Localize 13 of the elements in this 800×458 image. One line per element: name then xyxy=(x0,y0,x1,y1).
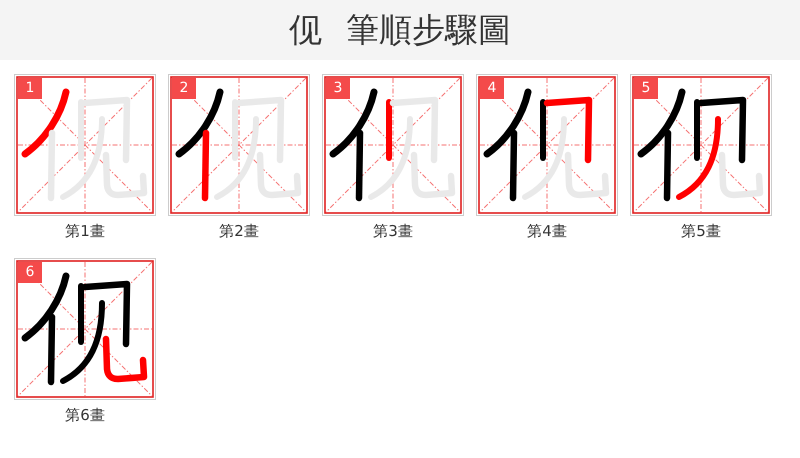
step-number: 3 xyxy=(326,78,350,99)
step-caption: 第1畫 xyxy=(65,221,105,241)
step-caption: 第3畫 xyxy=(373,221,413,241)
step-number: 4 xyxy=(480,78,504,99)
step-caption: 第2畫 xyxy=(219,221,259,241)
step-caption: 第4畫 xyxy=(527,221,567,241)
step-caption: 第6畫 xyxy=(65,405,105,425)
title: 伣 筆順步驟圖 xyxy=(288,9,512,51)
step-number: 2 xyxy=(172,78,196,99)
step-caption: 第5畫 xyxy=(681,221,721,241)
step-number: 6 xyxy=(18,262,42,283)
step-number: 5 xyxy=(634,78,658,99)
step-number: 1 xyxy=(18,78,42,99)
